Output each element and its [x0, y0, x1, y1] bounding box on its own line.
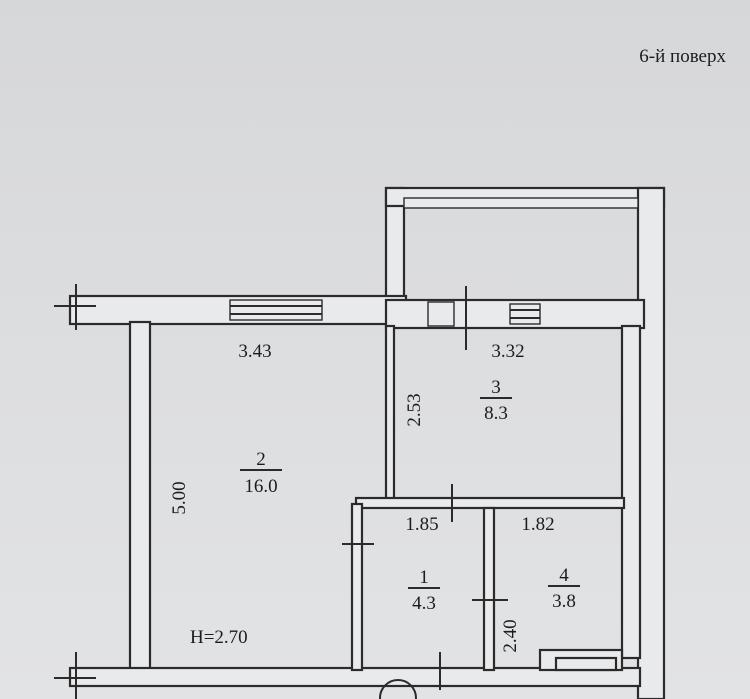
door-balcony — [427, 301, 455, 327]
dim-room3-width: 3.32 — [491, 341, 524, 362]
room-number: 4 — [559, 565, 569, 586]
room4-fixture-inner — [554, 656, 618, 672]
partition-room2-room3 — [384, 324, 396, 504]
inner-right-wall — [620, 324, 642, 660]
room-area: 16.0 — [244, 476, 277, 497]
partition-room1-left — [350, 502, 364, 672]
dim-room3-length: 2.53 — [404, 393, 425, 426]
dim-room1-width: 1.85 — [405, 514, 438, 535]
room-2-label: 2 16.0 — [244, 449, 277, 497]
room-area: 8.3 — [484, 403, 508, 424]
balcony-glazing — [403, 197, 639, 209]
partition-room1-room4 — [482, 506, 496, 672]
room-4-label: 4 3.8 — [552, 565, 576, 612]
dim-room4-length: 2.40 — [500, 619, 521, 652]
dim-room4-width: 1.82 — [521, 514, 554, 535]
stair-circle — [379, 679, 417, 699]
room-number: 2 — [256, 449, 266, 470]
room-area: 4.3 — [412, 593, 436, 614]
fraction-lines — [240, 397, 580, 589]
room-1-label: 1 4.3 — [412, 567, 436, 614]
floor-label: 6-й поверх — [639, 46, 726, 67]
room-number: 1 — [419, 567, 429, 588]
walls — [68, 186, 666, 699]
dim-room2-length: 5.00 — [169, 481, 190, 514]
dim-room2-width: 3.43 — [238, 341, 271, 362]
windows — [229, 197, 639, 327]
ceiling-height: H=2.70 — [190, 627, 248, 648]
left-wall — [128, 320, 152, 676]
axis-ticks — [54, 284, 508, 699]
window-room3 — [509, 303, 541, 325]
window-room2 — [229, 299, 323, 321]
room-number: 3 — [491, 377, 501, 398]
room-area: 3.8 — [552, 591, 576, 612]
right-wall — [636, 186, 666, 699]
partitions — [350, 324, 626, 672]
room-3-label: 3 8.3 — [484, 377, 508, 424]
partition-room3-bottom — [354, 496, 626, 510]
